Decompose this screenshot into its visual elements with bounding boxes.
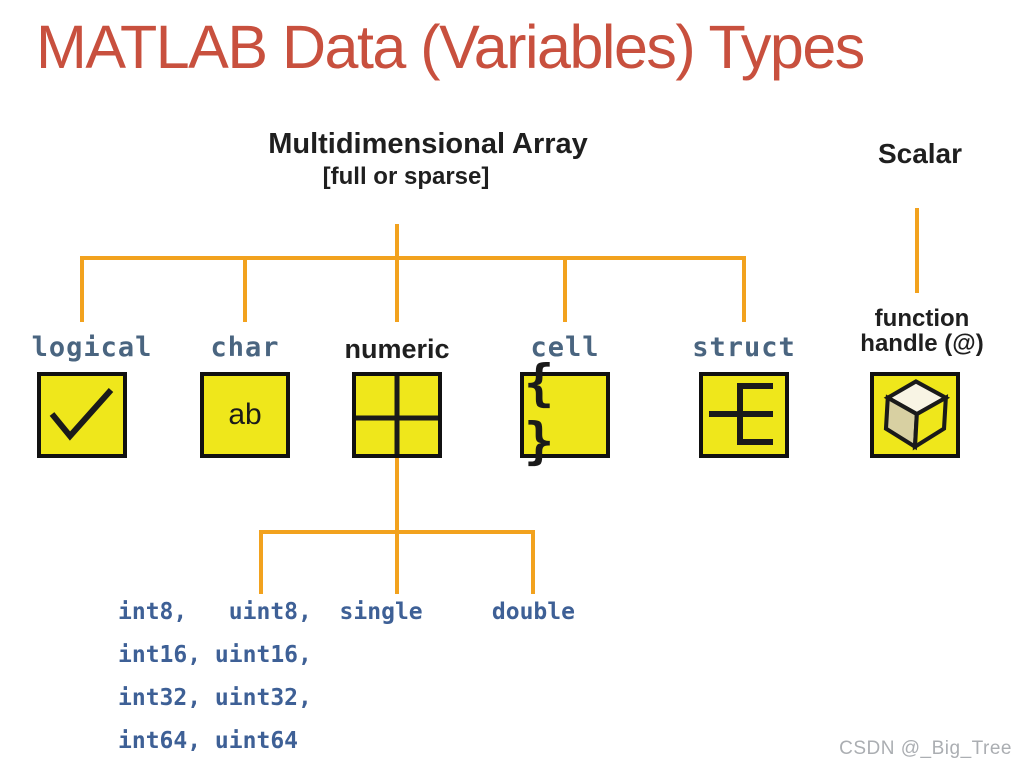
type-label-struct: struct xyxy=(692,332,796,363)
branch-stub-numeric xyxy=(395,256,399,322)
branch-root-trunk xyxy=(395,224,399,260)
function-handle-label-line1: function xyxy=(874,305,970,332)
type-label-cell: cell xyxy=(530,332,600,363)
branch-numeric-trunk xyxy=(395,458,399,534)
numeric-subtypes-row-2: int16, uint16, xyxy=(118,642,312,668)
cube-icon xyxy=(883,379,951,451)
ab-text-icon: ab xyxy=(228,398,262,431)
type-box-cell: { } xyxy=(520,354,610,470)
branch-numeric-stub-left xyxy=(259,530,263,594)
curly-braces-icon: { } xyxy=(524,354,559,470)
branch-numeric-stub-mid xyxy=(395,530,399,594)
scalar-node-label: Scalar xyxy=(877,138,963,169)
type-label-char: char xyxy=(210,332,280,363)
type-box-struct xyxy=(699,372,789,458)
page-title: MATLAB Data (Variables) Types xyxy=(36,13,865,81)
numeric-subtypes-row-3: int32, uint32, xyxy=(118,685,312,711)
branch-numeric-stub-right xyxy=(531,530,535,594)
branch-stub-char xyxy=(243,256,247,322)
watermark: CSDN @_Big_Tree xyxy=(839,738,1012,759)
root-node-sublabel: [full or sparse] xyxy=(322,163,490,190)
type-label-numeric: numeric xyxy=(344,334,450,364)
branch-main-horizontal xyxy=(80,256,746,260)
type-box-numeric xyxy=(352,372,442,458)
type-box-function-handle xyxy=(870,372,960,458)
branch-stub-logical xyxy=(80,256,84,322)
root-node-label: Multidimensional Array xyxy=(268,128,588,160)
struct-tree-icon xyxy=(709,383,773,445)
type-label-logical: logical xyxy=(31,332,153,363)
function-handle-label: function handle (@) xyxy=(860,306,983,356)
checkmark-icon xyxy=(49,388,114,441)
type-box-char: ab xyxy=(200,372,290,458)
function-handle-label-line2: handle (@) xyxy=(860,330,984,357)
grid-cross-icon xyxy=(356,376,438,454)
branch-stub-cell xyxy=(563,256,567,322)
branch-stub-struct xyxy=(742,256,746,322)
branch-scalar-vertical xyxy=(915,208,919,293)
type-box-logical xyxy=(37,372,127,458)
numeric-subtypes-row-1: int8, uint8, single double xyxy=(118,599,575,625)
numeric-subtypes-row-4: int64, uint64 xyxy=(118,728,299,754)
